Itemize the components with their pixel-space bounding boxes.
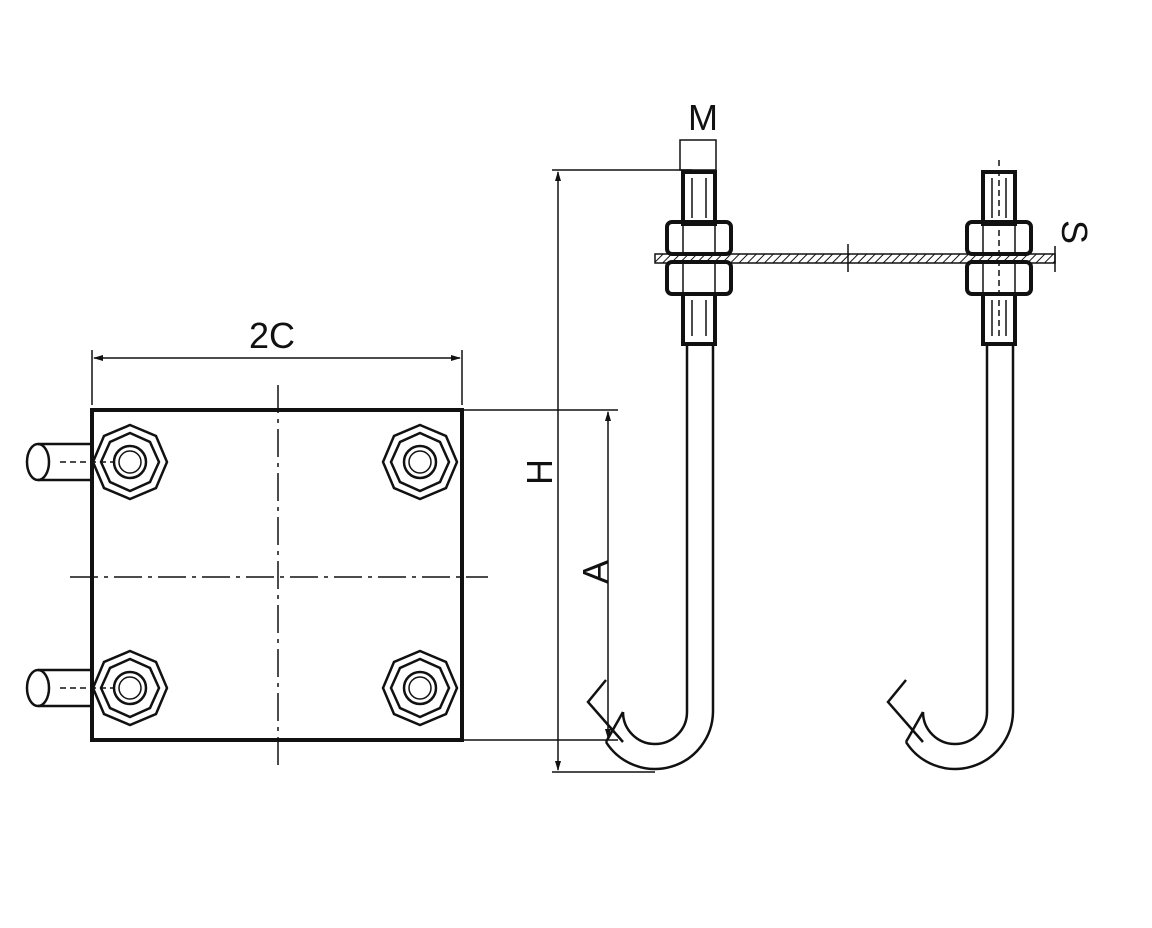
- hook-bolt-rear: [886, 160, 1033, 771]
- bolt-nut-bottom-left: [91, 649, 169, 727]
- base-plate: [90, 408, 464, 742]
- hidden-hook-leg-bottom: [25, 668, 115, 708]
- label-a: A: [575, 560, 616, 584]
- bolt-nut-top-right: [381, 423, 459, 501]
- dimensions-side: H A: [462, 169, 692, 773]
- dimension-2c: 2C: [91, 315, 463, 405]
- label-s: S: [1054, 220, 1095, 244]
- hidden-hook-leg-top: [25, 442, 115, 482]
- label-2c: 2C: [249, 315, 295, 356]
- label-h: H: [519, 459, 560, 485]
- plan-view: 2C: [25, 315, 488, 770]
- base-plate-section: S: [654, 220, 1095, 272]
- bolt-nut-top-left: [91, 423, 169, 501]
- thread-dimension-box: [679, 139, 717, 171]
- label-m: M: [688, 97, 718, 138]
- hook-bolt-front: M: [586, 97, 733, 771]
- bolt-nut-bottom-right: [381, 649, 459, 727]
